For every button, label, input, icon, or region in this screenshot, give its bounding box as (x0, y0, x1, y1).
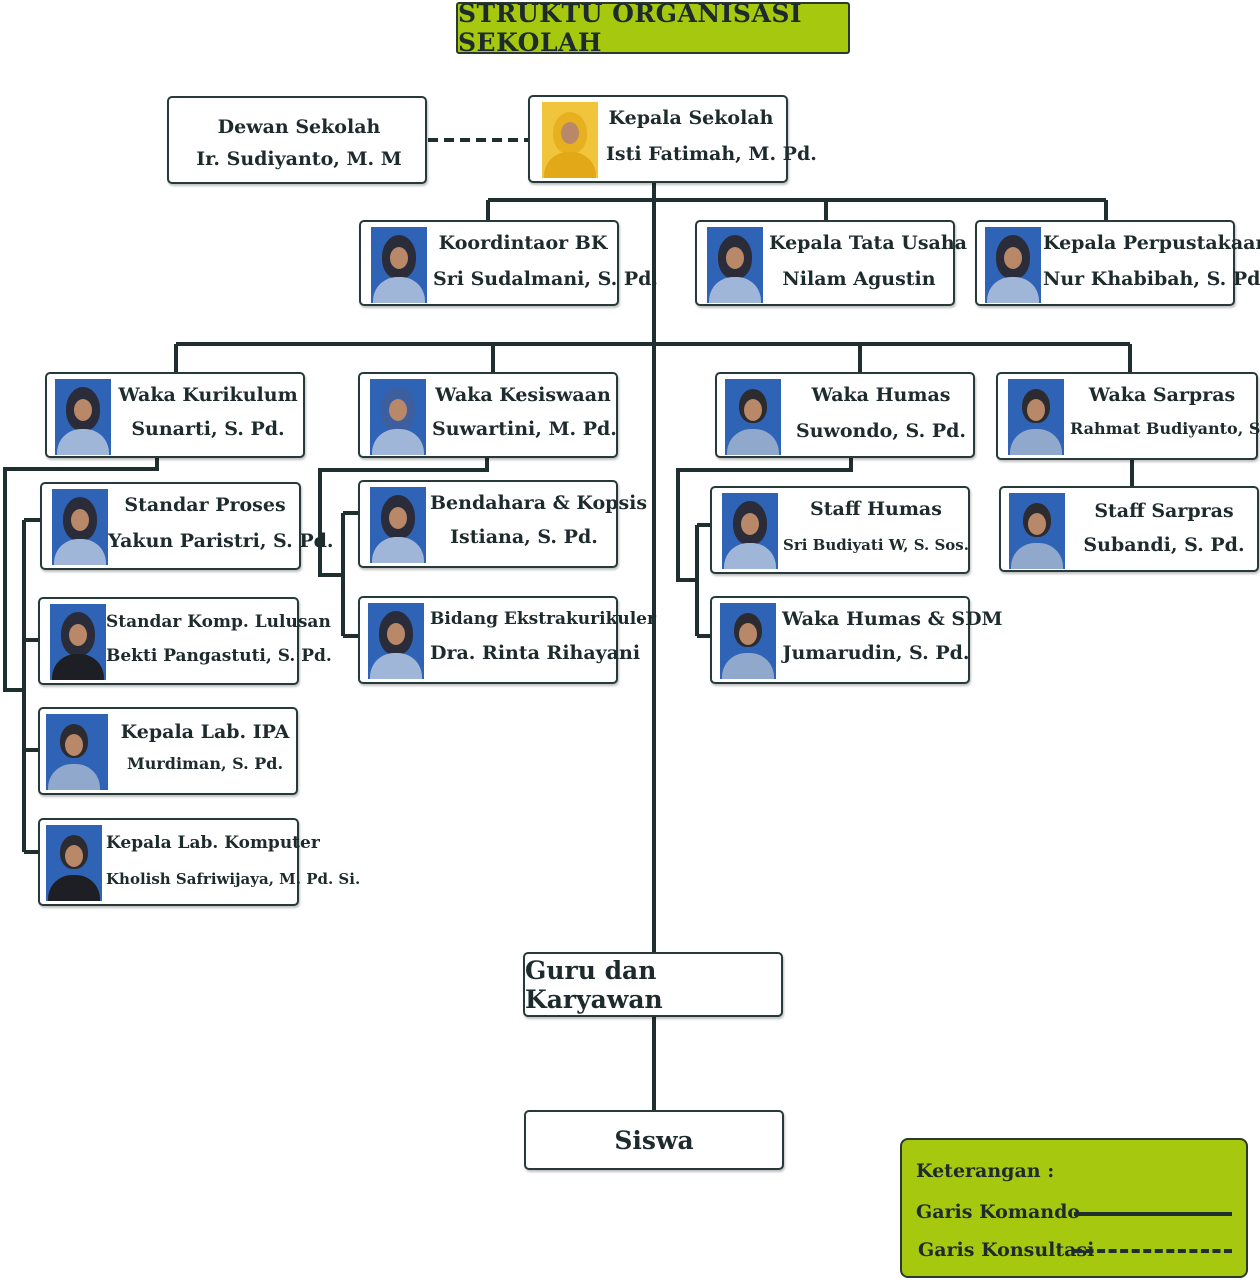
node-kepala-lab-ipa: Kepala Lab. IPA Murdiman, S. Pd. (38, 707, 298, 795)
node-guru-karyawan: Guru dan Karyawan (523, 952, 783, 1017)
chart-title: STRUKTU ORGANISASI SEKOLAH (456, 0, 850, 57)
name-label: Suwondo, S. Pd. (795, 420, 967, 442)
node-waka-humas: Waka Humas Suwondo, S. Pd. (715, 372, 975, 458)
avatar (368, 603, 424, 679)
node-waka-humas-sdm: Waka Humas & SDM Jumarudin, S. Pd. (710, 596, 1003, 684)
name-label: Nilam Agustin (782, 268, 936, 290)
role-label: Standar Proses (124, 494, 286, 516)
role-label: Bidang Ekstrakurikuler (430, 609, 656, 629)
avatar (1008, 379, 1064, 455)
legend-komando-label: Garis Komando (916, 1201, 1081, 1223)
node-kepala-perpustakaan: Kepala Perpustakaan Nur Khabibah, S. Pd. (975, 220, 1260, 306)
legend: Keterangan : Garis Komando Garis Konsult… (900, 1138, 1248, 1278)
name-label: Dra. Rinta Rihayani (430, 642, 641, 664)
role-label: Standar Komp. Lulusan (106, 612, 331, 632)
node-dewan-sekolah: Dewan Sekolah Ir. Sudiyanto, M. M (167, 96, 427, 184)
role-label: Dewan Sekolah (217, 116, 381, 138)
node-koordinator-bk: Koordintaor BK Sri Sudalmani, S. Pd. (359, 220, 659, 306)
node-kepala-sekolah: Kepala Sekolah Isti Fatimah, M. Pd. (528, 95, 817, 183)
node-waka-kesiswaan: Waka Kesiswaan Suwartini, M. Pd. (358, 372, 618, 458)
role-label: Staff Humas (810, 498, 942, 520)
avatar (985, 227, 1041, 303)
avatar (722, 493, 778, 569)
role-label: Waka Kurikulum (118, 384, 298, 406)
name-label: Isti Fatimah, M. Pd. (606, 143, 817, 165)
name-label: Istiana, S. Pd. (450, 526, 598, 548)
avatar (725, 379, 781, 455)
avatar (370, 487, 426, 563)
node-bidang-ekstrakurikuler: Bidang Ekstrakurikuler Dra. Rinta Rihaya… (358, 596, 656, 684)
avatar (720, 603, 776, 679)
name-label: Sunarti, S. Pd. (131, 418, 285, 440)
avatar (1009, 493, 1065, 569)
node-staff-sarpras: Staff Sarpras Subandi, S. Pd. (999, 486, 1259, 572)
name-label: Bekti Pangastuti, S. Pd. (106, 646, 332, 666)
node-bendahara-kopsis: Bendahara & Kopsis Istiana, S. Pd. (358, 480, 648, 568)
role-label: Bendahara & Kopsis (430, 492, 648, 514)
role-label: Waka Sarpras (1088, 384, 1236, 406)
node-staff-humas: Staff Humas Sri Budiyati W, S. Sos. (710, 486, 970, 574)
avatar (707, 227, 763, 303)
role-label: Koordintaor BK (438, 232, 608, 254)
name-label: Ir. Sudiyanto, M. M (196, 148, 402, 170)
node-standar-komp-lulusan: Standar Komp. Lulusan Bekti Pangastuti, … (38, 597, 332, 685)
name-label: Nur Khabibah, S. Pd. (1043, 268, 1260, 290)
avatar (542, 102, 598, 178)
role-label: Waka Humas & SDM (782, 608, 1003, 630)
node-waka-kurikulum: Waka Kurikulum Sunarti, S. Pd. (45, 372, 305, 458)
name-label: Subandi, S. Pd. (1083, 534, 1245, 556)
avatar (371, 227, 427, 303)
avatar (55, 379, 111, 455)
name-label: Sri Sudalmani, S. Pd. (433, 268, 659, 290)
node-kepala-lab-komputer: Kepala Lab. Komputer Kholish Safriwijaya… (38, 818, 361, 906)
avatar (370, 379, 426, 455)
role-label: Waka Kesiswaan (435, 384, 611, 406)
name-label: Rahmat Budiyanto, S. Pd. (1070, 419, 1260, 438)
role-label: Staff Sarpras (1094, 500, 1234, 522)
legend-konsultasi-label: Garis Konsultasi (918, 1239, 1095, 1261)
avatar (50, 604, 106, 680)
node-standar-proses: Standar Proses Yakun Paristri, S. Pd. (40, 482, 334, 570)
avatar (46, 714, 108, 790)
role-label: Kepala Sekolah (608, 107, 774, 129)
node-siswa: Siswa (524, 1110, 784, 1170)
legend-title: Keterangan : (916, 1160, 1055, 1182)
role-label: Kepala Perpustakaan (1043, 232, 1260, 254)
role-label: Waka Humas (811, 384, 951, 406)
role-label: Kepala Lab. IPA (120, 721, 290, 743)
avatar (52, 489, 108, 565)
node-kepala-tata-usaha: Kepala Tata Usaha Nilam Agustin (695, 220, 967, 306)
legend-komando-line (1074, 1212, 1232, 1216)
role-label: Kepala Lab. Komputer (106, 833, 320, 853)
name-label: Yakun Paristri, S. Pd. (108, 530, 334, 552)
node-waka-sarpras: Waka Sarpras Rahmat Budiyanto, S. Pd. (996, 372, 1260, 460)
name-label: Jumarudin, S. Pd. (782, 642, 970, 664)
name-label: Murdiman, S. Pd. (126, 754, 284, 773)
name-label: Kholish Safriwijaya, M. Pd. Si. (106, 870, 361, 888)
name-label: Suwartini, M. Pd. (432, 418, 617, 440)
name-label: Sri Budiyati W, S. Sos. (783, 536, 969, 554)
legend-konsultasi-line (1074, 1249, 1232, 1253)
avatar (46, 825, 102, 901)
role-label: Kepala Tata Usaha (769, 232, 967, 254)
